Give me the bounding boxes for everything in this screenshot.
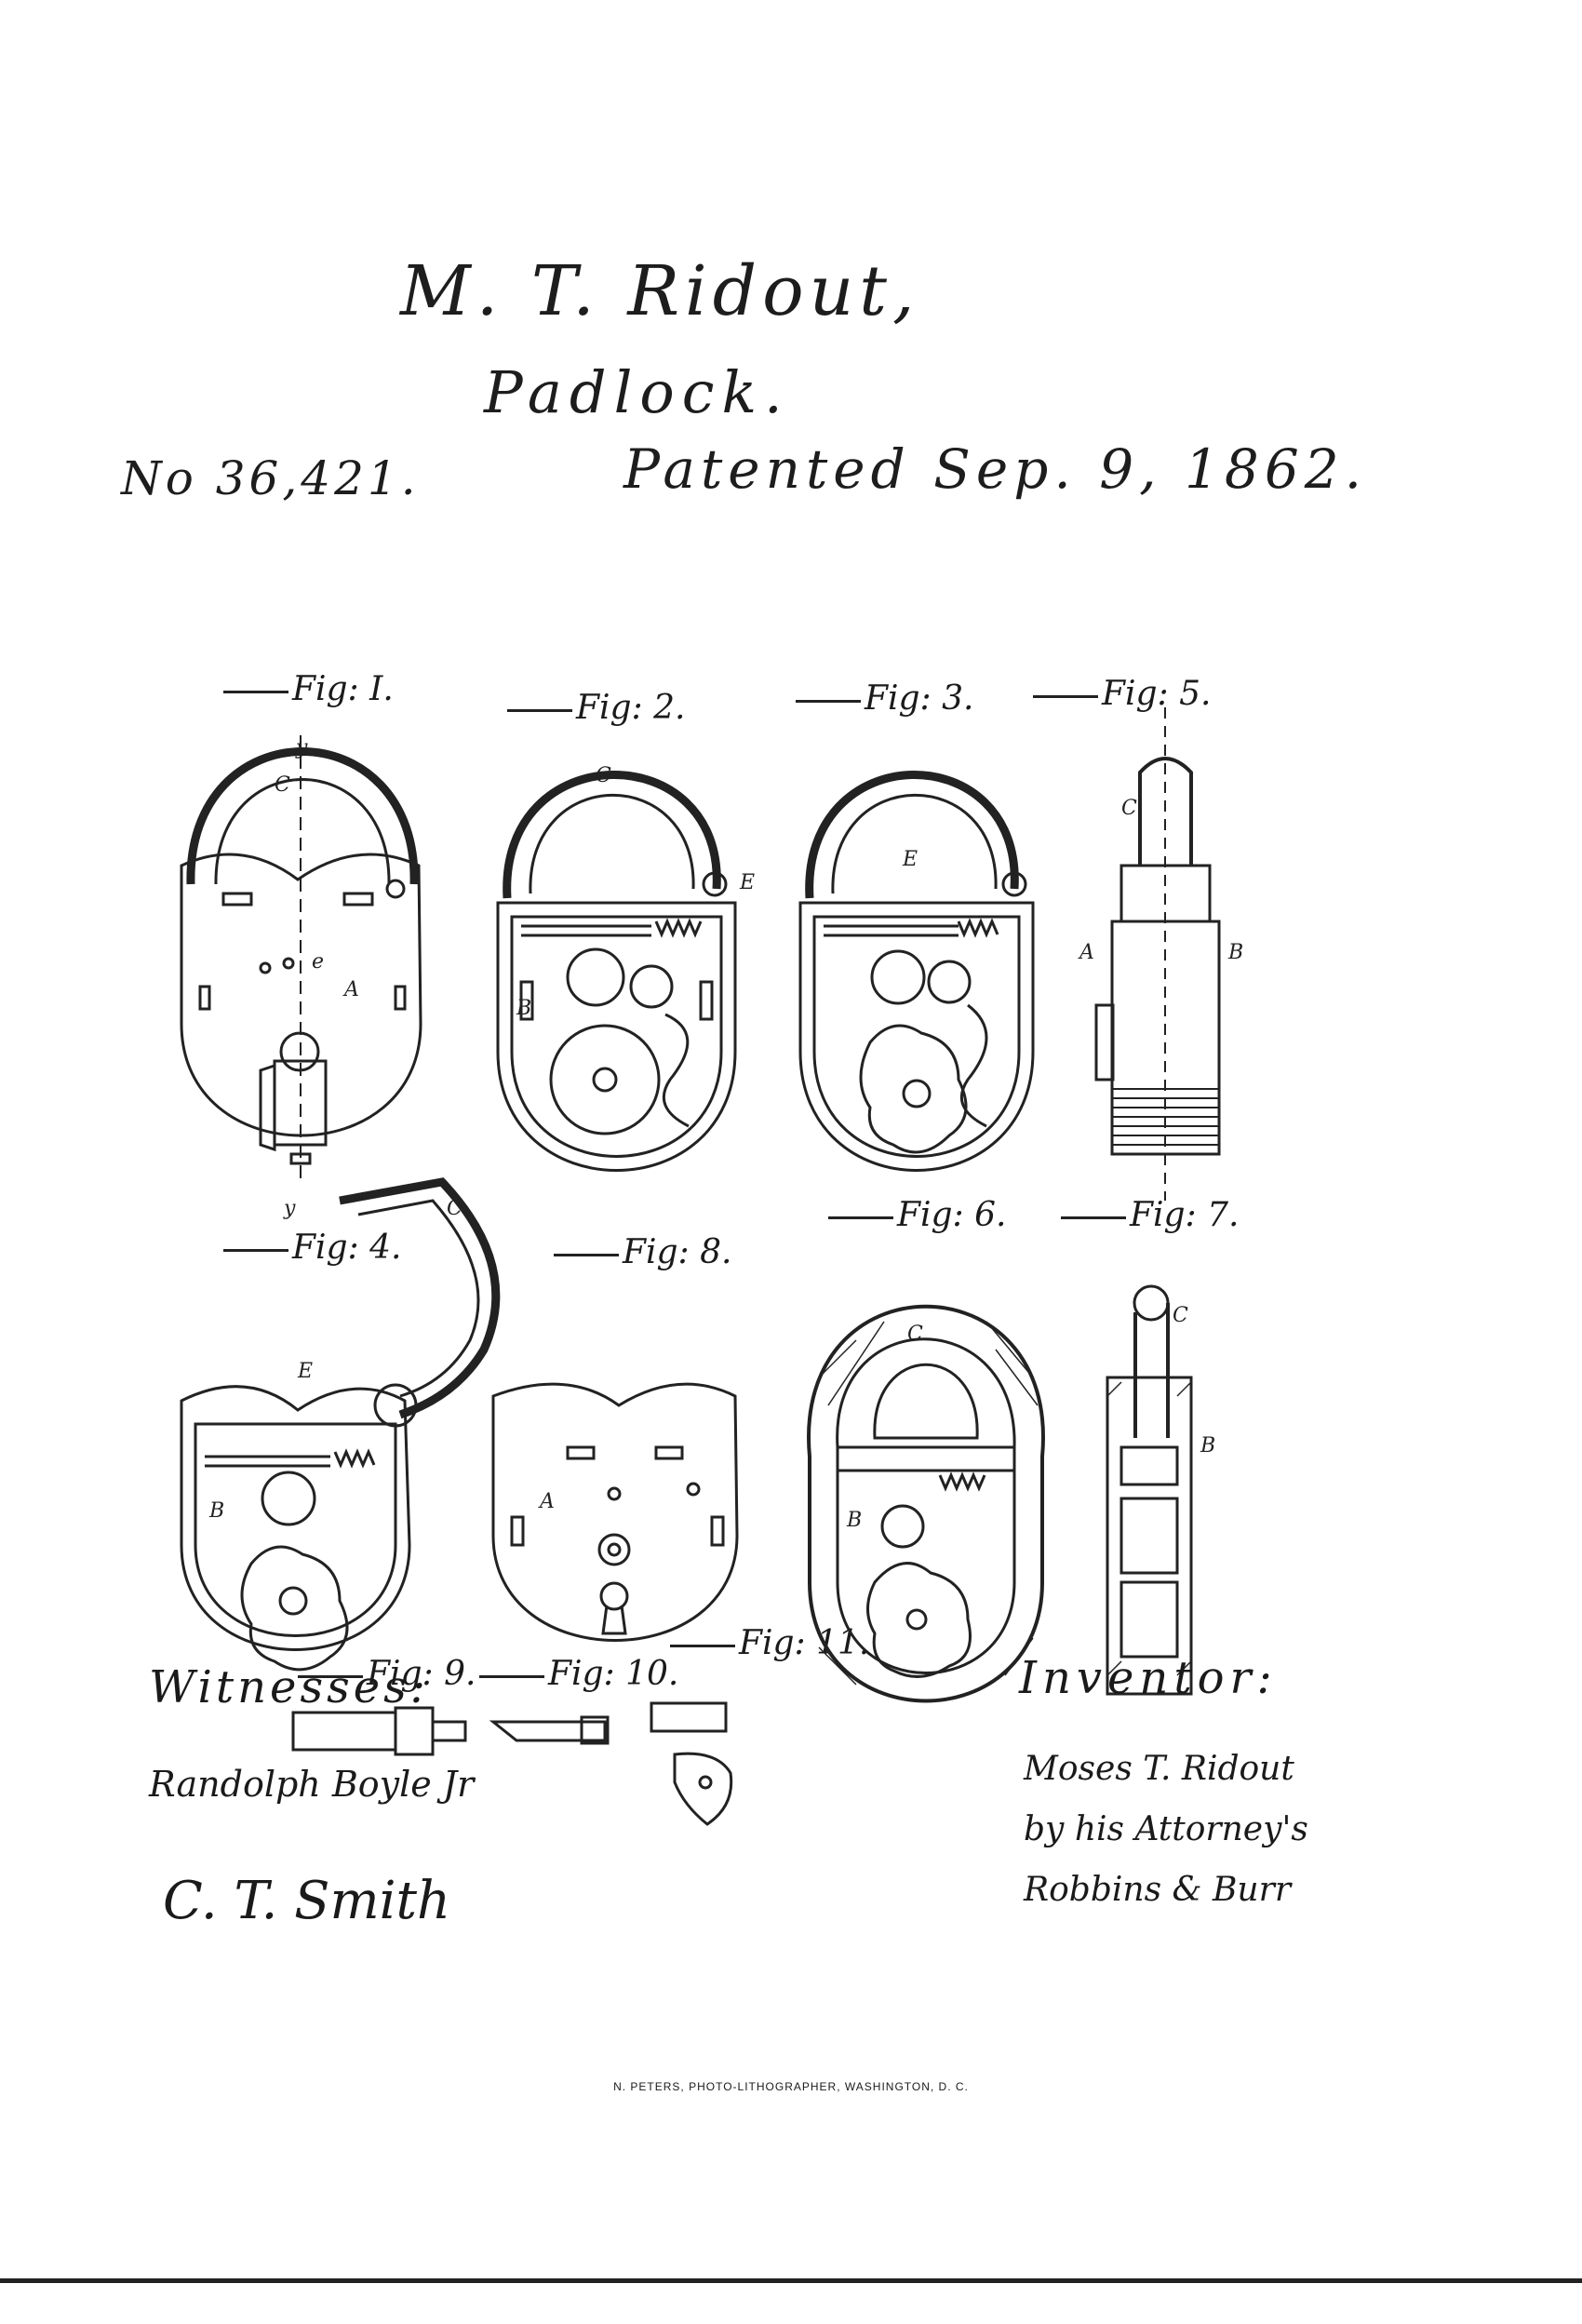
ref-y-bottom: y [283,1197,296,1220]
lithographer-imprint: N. PETERS, PHOTO-LITHOGRAPHER, WASHINGTO… [613,2080,969,2093]
witnesses-label: Witnesses: [149,1661,429,1713]
witness-signature-1: Randolph Boyle Jr [149,1764,475,1805]
ref-C4: C [447,1197,463,1220]
fig2-padlock-internal [496,771,737,1172]
ref-B5: B [1227,941,1243,964]
ref-E4: E [297,1360,313,1383]
bottom-rule [0,2278,1582,2283]
patent-date: Patented Sep. 9, 1862. [623,437,1368,501]
fig8-lock-plate [491,1382,739,1642]
fig5-padlock-side [1094,707,1221,1201]
ref-E3: E [902,848,918,871]
witness-signature-2: C. T. Smith [163,1871,451,1931]
inventor-signature-line-2: by his Attorney's [1024,1810,1308,1848]
ref-B6: B [846,1509,862,1532]
ref-C7: C [1173,1304,1188,1327]
ref-A: A [342,978,359,1001]
fig8-label: Fig: 8. [554,1233,731,1271]
patent-number: No 36,421. [121,451,420,505]
ref-C5: C [1121,797,1137,820]
inventor-signature-line-3: Robbins & Burr [1024,1871,1292,1909]
inventor-label: Inventor: [1019,1652,1278,1704]
fig7-label: Fig: 7. [1061,1196,1239,1234]
fig9-label: Fig: 9. [298,1655,476,1693]
ref-C2: C [596,764,611,787]
fig4-label: Fig: 4. [223,1229,401,1267]
fig1-label: Fig: I. [223,670,394,708]
fig1-padlock-front [180,735,422,1182]
fig7-padlock-side-section [1106,1284,1193,1696]
fig6-label: Fig: 6. [828,1196,1006,1234]
fig10-part [489,1715,610,1745]
fig9-part [291,1706,467,1756]
fig3-label: Fig: 3. [796,679,973,718]
fig5-label: Fig: 5. [1033,675,1211,713]
fig11-part [650,1701,733,1826]
ref-C6: C [907,1323,923,1346]
ref-A8: A [538,1490,555,1513]
fig4-padlock-open [180,1177,501,1672]
inventor-signature-line-1: Moses T. Ridout [1024,1750,1294,1788]
fig10-label: Fig: 10. [479,1655,678,1693]
ref-B2: B [516,997,531,1020]
fig2-label: Fig: 2. [507,689,685,727]
fig6-padlock-section [807,1304,1045,1703]
inventor-name-heading: M. T. Ridout, [400,251,920,331]
ref-e: e [312,950,324,974]
ref-A5: A [1078,941,1094,964]
ref-c: C [275,773,290,797]
fig3-padlock-internal [798,771,1035,1172]
patent-subject-heading: Padlock. [484,358,790,426]
ref-y-top: y [295,736,308,759]
ref-B7: B [1200,1434,1215,1458]
ref-E2: E [739,871,755,894]
ref-B4: B [208,1499,224,1523]
